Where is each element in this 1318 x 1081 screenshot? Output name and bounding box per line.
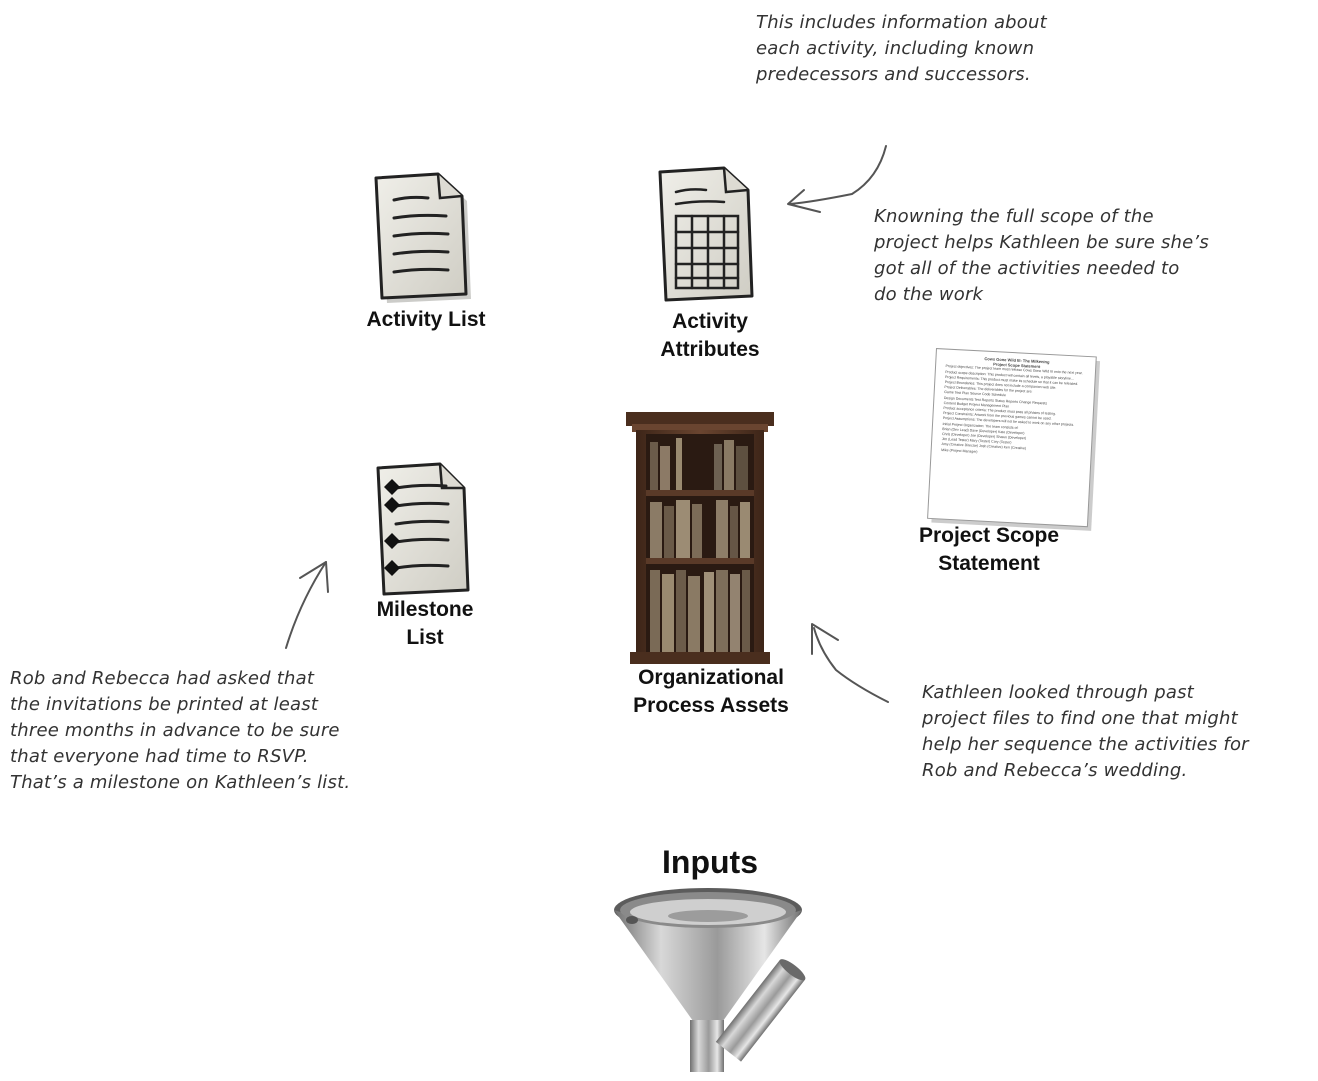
note-organizational-assets: Kathleen looked through past project fil… [922, 682, 1249, 781]
activity-attributes-icon [658, 166, 754, 302]
organizational-process-assets-label: Organizational Process Assets [633, 666, 789, 717]
note-project-scope: Knowning the full scope of the project h… [874, 206, 1209, 305]
milestone-list-label: Milestone List [376, 598, 474, 649]
activity-list-icon [374, 172, 471, 303]
note-milestone-list: Rob and Rebecca had asked that the invit… [10, 668, 351, 793]
arrow-to-organizational-assets [813, 627, 889, 703]
project-scope-document [927, 348, 1101, 531]
activity-attributes-label: Activity Attributes [660, 310, 760, 361]
inputs-title: Inputs [662, 844, 758, 880]
milestone-list-icon [376, 462, 470, 596]
project-scope-statement-label: Project Scope Statement [918, 524, 1060, 575]
annotation-arrows [285, 145, 889, 703]
activity-list-label: Activity List [366, 308, 486, 331]
bookcase-icon [626, 412, 774, 664]
funnel-icon [614, 888, 806, 1072]
note-activity-attributes: This includes information about each act… [756, 12, 1047, 85]
arrow-to-milestone-list [285, 561, 327, 649]
arrow-to-activity-attributes [789, 145, 887, 205]
